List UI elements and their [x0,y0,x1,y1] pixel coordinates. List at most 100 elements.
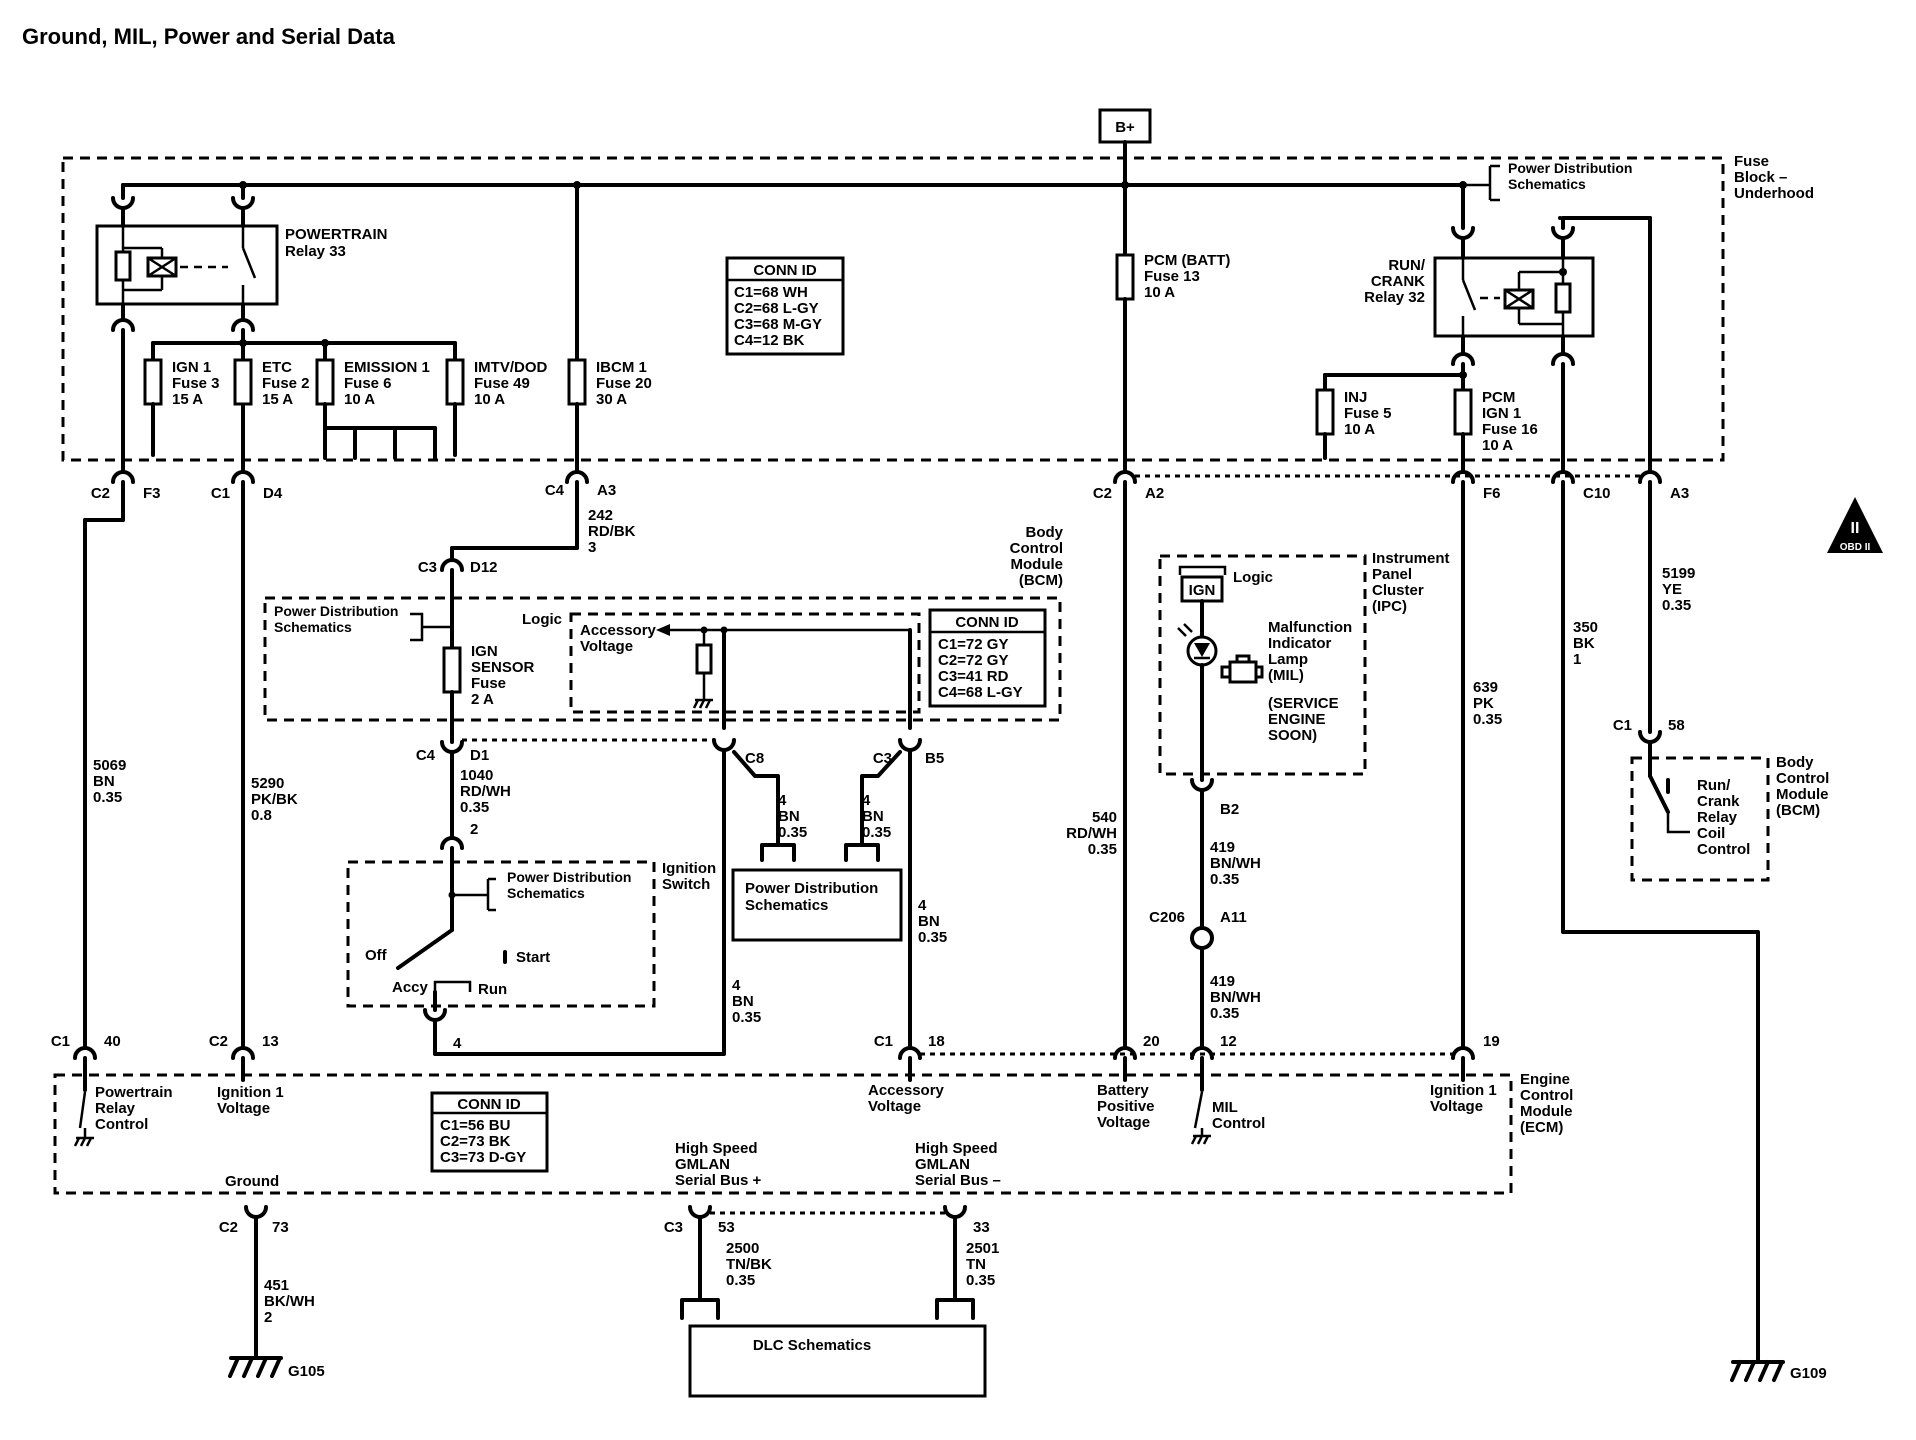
svg-text:C1=56 BU: C1=56 BU [440,1117,510,1134]
body-control-module-right: Body Control Module (BCM) Run/ Crank Rel… [1630,742,1829,882]
wire-4-a: 4 [778,792,787,809]
svg-text:C2=68 L-GY: C2=68 L-GY [734,300,819,317]
svg-text:Relay: Relay [1697,809,1738,826]
svg-text:Serial Bus –: Serial Bus – [915,1172,1001,1189]
svg-text:Schematics: Schematics [745,897,828,914]
svg-text:Fuse: Fuse [1734,153,1769,170]
svg-text:C4=68 L-GY: C4=68 L-GY [938,684,1023,701]
svg-text:2 A: 2 A [471,691,494,708]
svg-text:BN: BN [778,808,800,825]
svg-text:C8: C8 [745,750,764,767]
svg-text:(IPC): (IPC) [1372,598,1407,615]
svg-text:Control: Control [1776,770,1829,787]
svg-text:33: 33 [973,1219,990,1236]
svg-text:OBD II: OBD II [1840,542,1871,553]
svg-text:Ignition 1: Ignition 1 [1430,1082,1497,1099]
wire-5069: 5069 [93,757,126,774]
svg-text:Serial Bus +: Serial Bus + [675,1172,762,1189]
svg-text:C3=68 M-GY: C3=68 M-GY [734,316,822,333]
power-distribution-box [731,868,903,942]
fuse-ign1-label: IGN 1 [172,359,211,376]
svg-text:Voltage: Voltage [1097,1114,1150,1131]
svg-text:0.35: 0.35 [778,824,807,841]
svg-text:0.35: 0.35 [862,824,891,841]
svg-text:0.8: 0.8 [251,807,272,824]
svg-text:D12: D12 [470,559,498,576]
obd-ii-icon: II OBD II [1827,497,1883,553]
svg-text:TN: TN [966,1256,986,1273]
svg-text:20: 20 [1143,1033,1160,1050]
svg-text:C4: C4 [545,482,565,499]
svg-text:Fuse 13: Fuse 13 [1144,268,1200,285]
svg-text:Start: Start [516,949,550,966]
svg-text:13: 13 [262,1033,279,1050]
svg-text:Logic: Logic [1233,569,1273,586]
svg-text:Schematics: Schematics [507,885,585,901]
wire-540: 540 [1092,809,1117,826]
fuse-pcm-ign1-label: PCM [1482,389,1515,406]
ground-g109-icon [1730,1360,1785,1382]
ground-g105-label: G105 [288,1363,325,1380]
svg-text:C2=72 GY: C2=72 GY [938,652,1008,669]
svg-text:10 A: 10 A [1344,421,1375,438]
svg-text:C3=73 D-GY: C3=73 D-GY [440,1149,526,1166]
svg-text:SENSOR: SENSOR [471,659,535,676]
svg-text:19: 19 [1483,1033,1500,1050]
svg-text:Accessory: Accessory [580,622,657,639]
svg-text:C2: C2 [209,1033,228,1050]
svg-text:C3=41 RD: C3=41 RD [938,668,1009,685]
svg-text:Indicator: Indicator [1268,635,1332,652]
wire-4-b: 4 [862,792,871,809]
svg-text:Relay 33: Relay 33 [285,243,346,260]
svg-text:C4=12 BK: C4=12 BK [734,332,805,349]
fuse-emission1-label: EMISSION 1 [344,359,430,376]
svg-text:D4: D4 [263,485,283,502]
svg-text:Module: Module [1520,1103,1573,1120]
svg-text:CRANK: CRANK [1371,273,1425,290]
fuse-block-power-dist-label: Power Distribution [1508,160,1632,176]
wire-2501: 2501 [966,1240,999,1257]
svg-text:A3: A3 [1670,485,1689,502]
svg-text:C1=68 WH: C1=68 WH [734,284,808,301]
svg-text:IGN 1: IGN 1 [1482,405,1521,422]
svg-text:C3: C3 [664,1219,683,1236]
wire-350: 350 [1573,619,1598,636]
svg-text:0.35: 0.35 [918,929,947,946]
svg-text:A3: A3 [597,482,616,499]
wire-639: 639 [1473,679,1498,696]
svg-text:C10: C10 [1583,485,1611,502]
ignition-switch: Ignition Switch Power Distribution Schem… [346,846,716,1052]
svg-text:DLC Schematics: DLC Schematics [753,1337,871,1354]
body-control-module: C3 D12 Body Control Module (BCM) Power D… [263,524,1064,767]
instrument-panel-cluster: Instrument Panel Cluster (IPC) Logic IGN… [1158,550,1450,782]
svg-text:Block –: Block – [1734,169,1787,186]
wire-2500: 2500 [726,1240,759,1257]
svg-text:Ground: Ground [225,1173,279,1190]
fuse-pcm-batt-label: PCM (BATT) [1144,252,1230,269]
svg-text:BN: BN [732,993,754,1010]
svg-text:Schematics: Schematics [274,619,352,635]
svg-text:Accy: Accy [392,979,429,996]
engine-icon [1220,654,1264,684]
svg-text:C2=73 BK: C2=73 BK [440,1133,511,1150]
svg-text:D1: D1 [470,747,489,764]
svg-text:Fuse 20: Fuse 20 [596,375,652,392]
svg-text:Underhood: Underhood [1734,185,1814,202]
svg-text:C2: C2 [91,485,110,502]
wire-451: 451 [264,1277,289,1294]
svg-text:Run: Run [478,981,507,998]
svg-text:0.35: 0.35 [966,1272,995,1289]
svg-text:Fuse 16: Fuse 16 [1482,421,1538,438]
svg-text:58: 58 [1668,717,1685,734]
svg-text:MIL: MIL [1212,1099,1238,1116]
svg-text:Positive: Positive [1097,1098,1155,1115]
svg-text:Fuse 2: Fuse 2 [262,375,310,392]
fuse-block-connectors: C2 F3 C1 D4 C4 A3 C2 A2 F6 C10 A3 [91,470,1689,502]
svg-text:Fuse 6: Fuse 6 [344,375,392,392]
svg-text:2: 2 [470,821,478,838]
svg-text:Powertrain: Powertrain [95,1084,173,1101]
svg-text:Control: Control [1212,1115,1265,1132]
svg-text:C1: C1 [211,485,230,502]
svg-text:C1: C1 [874,1033,893,1050]
